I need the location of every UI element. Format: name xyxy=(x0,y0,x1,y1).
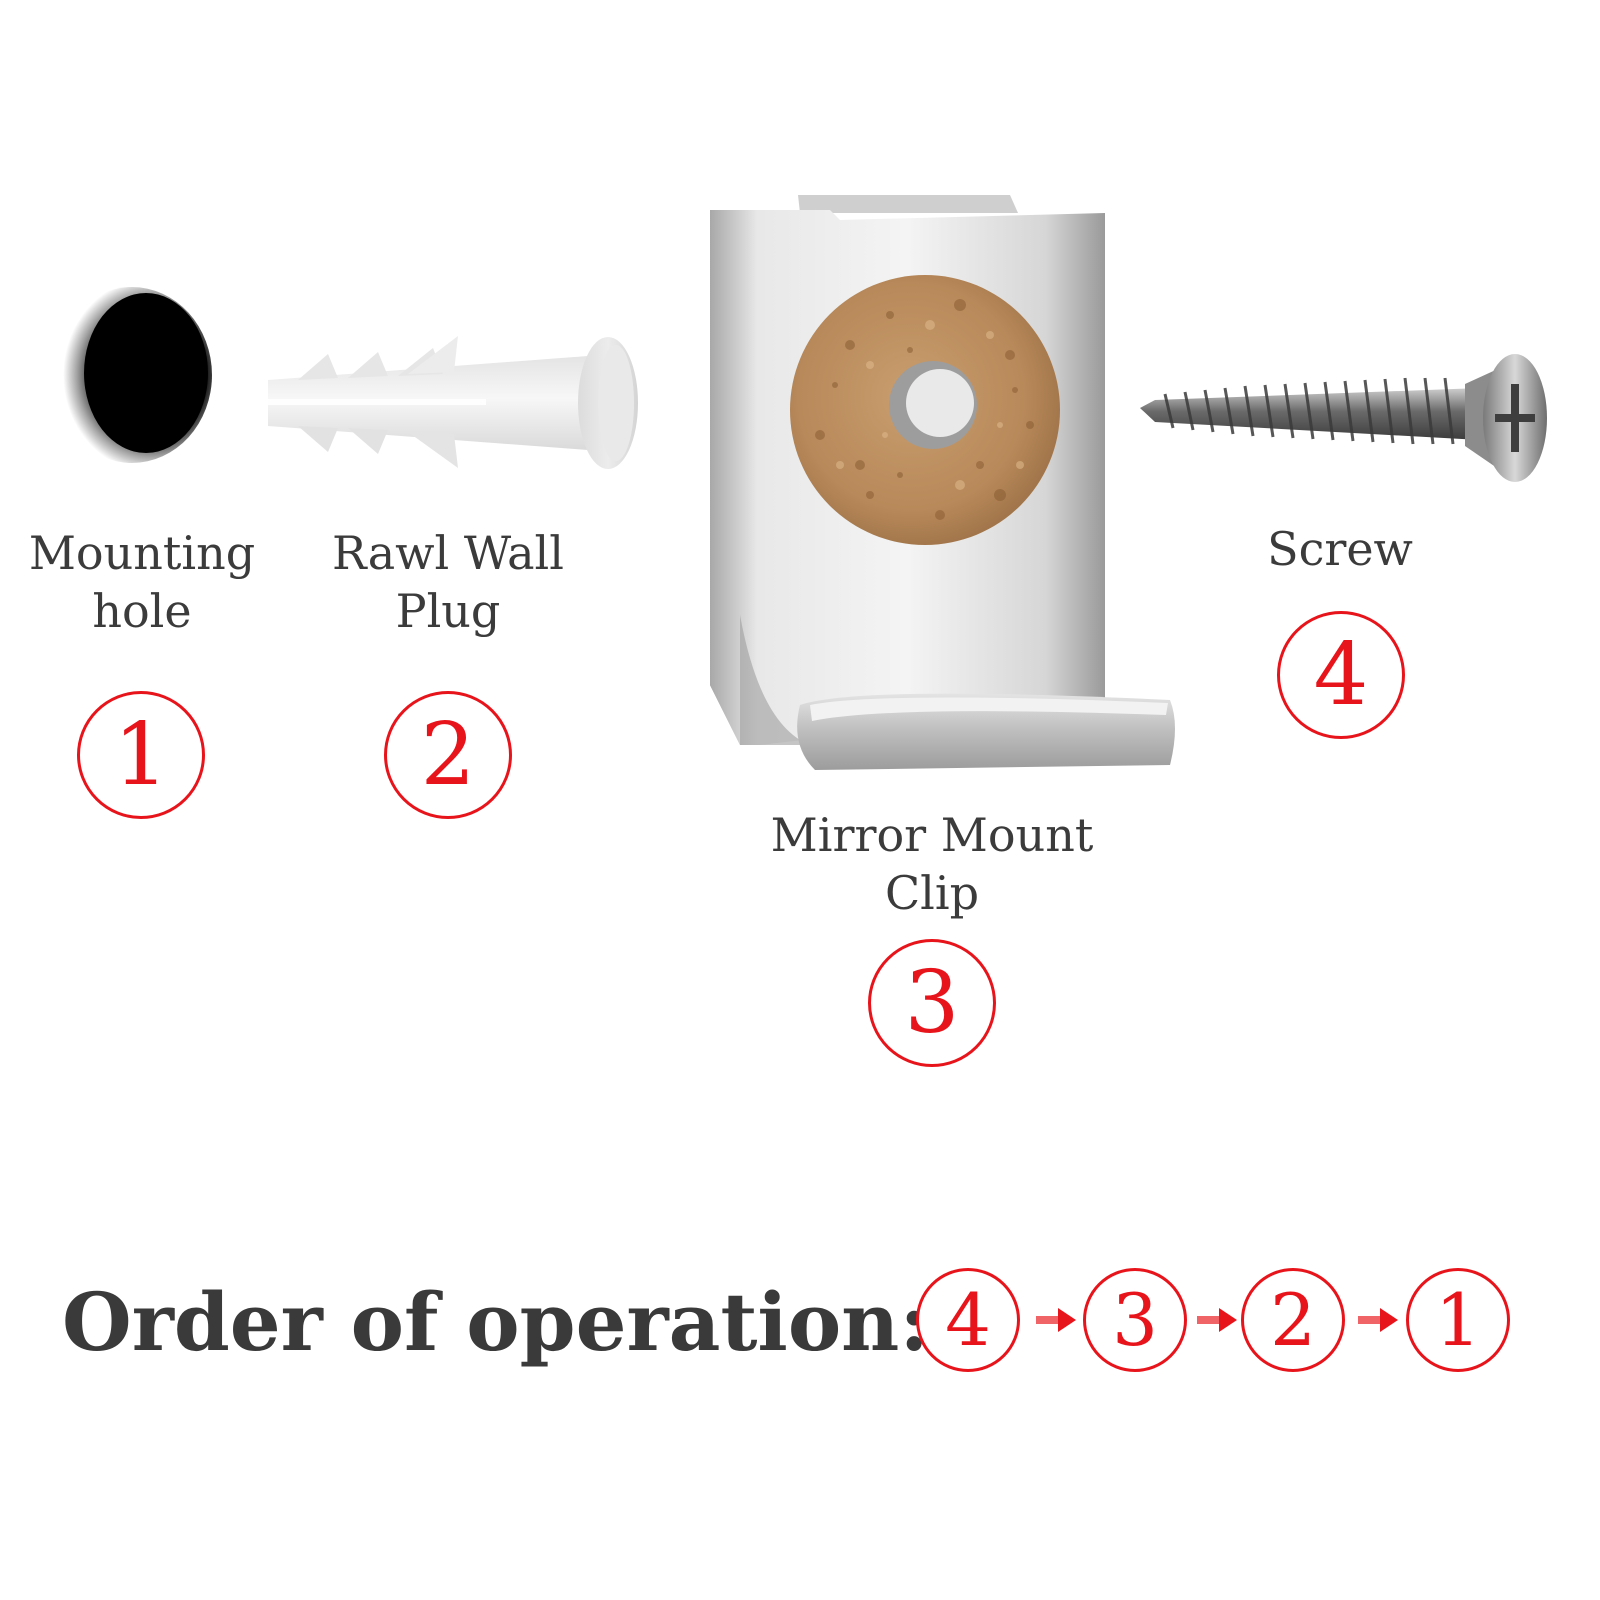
arrow-right-icon xyxy=(1195,1305,1239,1335)
step-number-1: 1 xyxy=(77,691,205,819)
mounting-hole-image xyxy=(40,280,230,470)
order-step-3: 2 xyxy=(1241,1268,1345,1372)
wall-plug-image xyxy=(258,328,658,478)
screw-image xyxy=(1135,350,1565,490)
order-step-1: 4 xyxy=(916,1268,1020,1372)
arrow-right-icon xyxy=(1356,1305,1400,1335)
mirror-clip-label: Mirror Mount Clip xyxy=(740,806,1124,922)
step-number-2: 2 xyxy=(384,691,512,819)
mounting-hole-label: Mounting hole xyxy=(20,524,264,640)
order-of-operation-title: Order of operation: xyxy=(62,1272,929,1372)
step-number-3: 3 xyxy=(868,939,996,1067)
order-step-2: 3 xyxy=(1083,1268,1187,1372)
mirror-clip-image xyxy=(700,185,1200,785)
wall-plug-label: Rawl Wall Plug xyxy=(310,524,586,640)
order-step-4: 1 xyxy=(1406,1268,1510,1372)
screw-label: Screw xyxy=(1240,520,1440,578)
step-number-4: 4 xyxy=(1277,611,1405,739)
arrow-right-icon xyxy=(1034,1305,1078,1335)
